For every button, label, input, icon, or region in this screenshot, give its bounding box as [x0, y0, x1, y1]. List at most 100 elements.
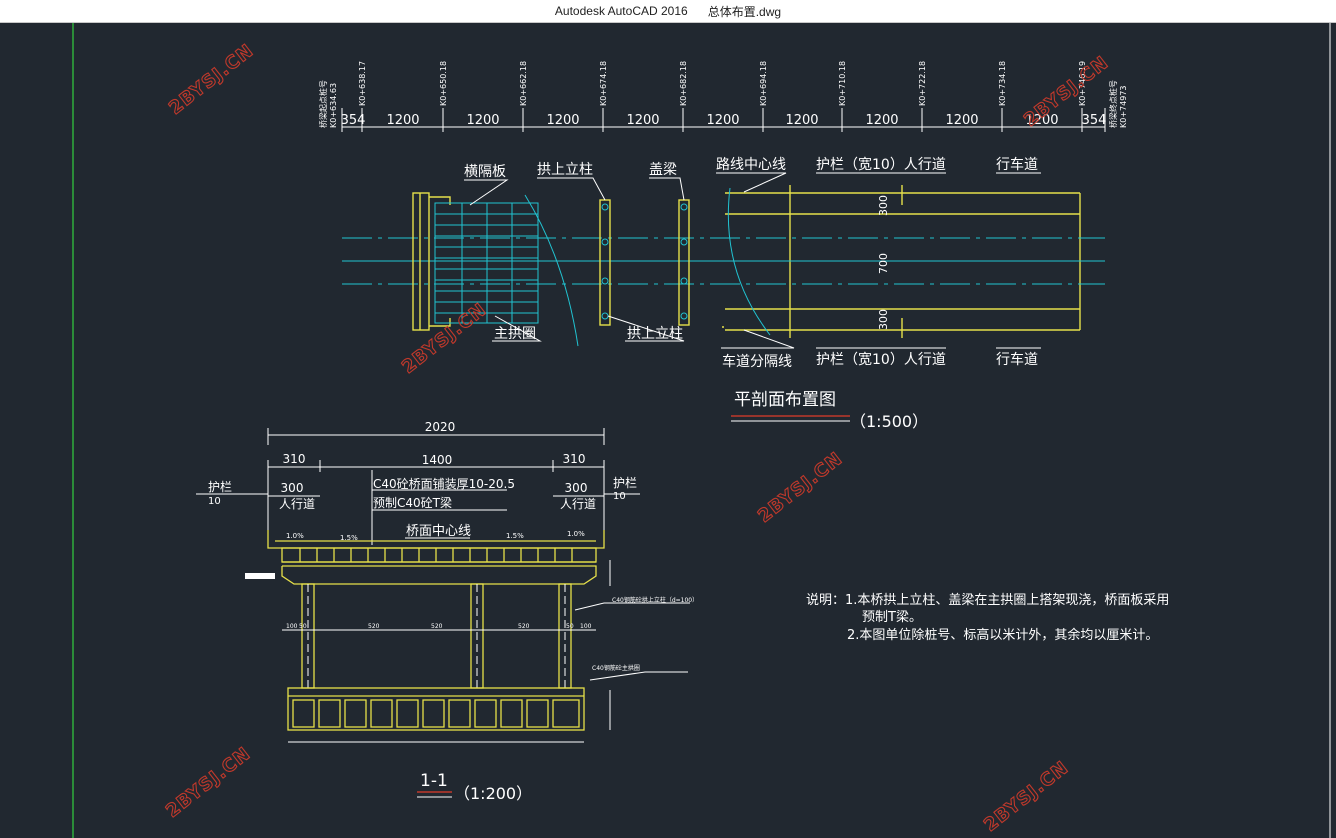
deck-outline	[725, 185, 1081, 338]
span-lengths: 354 1200 1200 1200 1200 1200 1200 1200 1…	[341, 113, 1107, 128]
watermark-4: 2BYSJ.CN	[754, 448, 847, 527]
station-10: K0+746.19	[1078, 61, 1087, 106]
plan-leaders	[464, 172, 1041, 349]
label-carriageway-bottom: 行车道	[996, 351, 1038, 368]
notes-block: 说明：1.本桥拱上立柱、盖梁在主拱圈上搭架现浇，桥面板采用 预制T梁。 2.本图…	[806, 592, 1169, 643]
station-9: K0+734.18	[998, 61, 1007, 106]
file-name: 总体布置.dwg	[707, 4, 782, 19]
dim-700: 700	[877, 253, 890, 274]
column-note: C40钢筋砼拱上立柱（d=100）	[612, 596, 698, 604]
label-deck-centerline: 桥面中心线	[406, 524, 471, 539]
note-line-3: 2.本图单位除桩号、标高以米计外，其余均以厘米计。	[847, 627, 1158, 643]
slope-3: 1.5%	[506, 532, 524, 540]
column-circles	[601, 187, 771, 336]
watermark-1: 2BYSJ.CN	[165, 40, 258, 119]
plan-view: 横隔板 拱上立柱 盖梁 路线中心线 护栏（宽10）人行道 行车道 主拱圈 拱上立…	[342, 156, 1105, 431]
col-dim-4: 520	[431, 623, 443, 630]
station-6: K0+694.18	[759, 61, 768, 106]
dim-300-bottom: 300	[877, 309, 890, 330]
station-5: K0+682.18	[679, 61, 688, 106]
arch-note: C40钢筋砼主拱圈	[592, 664, 640, 672]
span-11: 354	[1082, 113, 1107, 128]
section-dimensions	[196, 428, 640, 545]
app-title: Autodesk AutoCAD 2016	[554, 4, 688, 18]
cad-drawing: 桥梁起点桩号 K0+634.63 K0+638.17 K0+650.18 K0+…	[72, 23, 1331, 838]
span-2: 1200	[386, 113, 419, 128]
label-sidewalk-right: 人行道	[560, 497, 596, 511]
dim-middle: 1400	[422, 453, 453, 467]
dim-side-left: 310	[283, 452, 306, 466]
label-sidewalk-left: 人行道	[279, 497, 315, 511]
label-beam-note: 预制C40砼T梁	[373, 495, 452, 510]
label-railing-right-w: 10	[613, 491, 626, 502]
label-railing-left-w: 10	[208, 496, 221, 507]
axis-lines	[342, 237, 1105, 285]
label-centerline: 路线中心线	[716, 157, 786, 173]
span-6: 1200	[706, 113, 739, 128]
start-station-value: K0+634.63	[329, 83, 338, 128]
col-dim-7: 100	[580, 623, 592, 630]
deck-section	[267, 530, 605, 585]
note-line-2: 预制T梁。	[862, 610, 922, 625]
title-gap	[688, 4, 708, 18]
watermark-5: 2BYSJ.CN	[162, 743, 255, 822]
drawing-canvas[interactable]: 桥梁起点桩号 K0+634.63 K0+638.17 K0+650.18 K0+…	[0, 23, 1336, 838]
label-pavement-note: C40砼桥面铺装厚10-20.5	[373, 477, 515, 491]
cursor-dot	[722, 326, 724, 328]
label-diaphragm: 横隔板	[464, 164, 506, 180]
label-lane-divider: 车道分隔线	[722, 353, 792, 370]
label-main-arch: 主拱圈	[494, 326, 536, 342]
dim-total-width: 2020	[425, 420, 456, 434]
col-dim-3: 520	[368, 623, 380, 630]
column-dim-line	[282, 560, 690, 730]
label-railing-right: 护栏	[613, 475, 637, 490]
end-station-value: K0+74973	[1119, 86, 1128, 129]
station-labels: 桥梁起点桩号 K0+634.63 K0+638.17 K0+650.18 K0+…	[318, 61, 1128, 128]
label-railing-left: 护栏	[208, 479, 232, 494]
col-dim-2: 50	[299, 623, 307, 630]
station-2: K0+650.18	[439, 61, 448, 106]
dim-sidewalk-left: 300	[281, 481, 304, 495]
start-station-label: 桥梁起点桩号	[318, 80, 328, 128]
note-line-1: 说明：1.本桥拱上立柱、盖梁在主拱圈上搭架现浇，桥面板采用	[806, 592, 1169, 608]
watermarks: 2BYSJ.CN 2BYSJ.CN 2BYSJ.CN 2BYSJ.CN 2BYS…	[162, 40, 1114, 837]
col-dim-1: 100	[286, 623, 298, 630]
section-view-scale: （1:200）	[454, 784, 532, 803]
span-1: 354	[341, 113, 366, 128]
station-4: K0+674.18	[599, 61, 608, 106]
column-pair	[599, 199, 690, 326]
station-3: K0+662.18	[519, 61, 528, 106]
station-7: K0+710.18	[838, 61, 847, 106]
section-view: 2020 310 1400 310 300 300 护栏 10 人行道 护栏 1…	[196, 420, 698, 803]
label-carriageway-top: 行车道	[996, 156, 1038, 173]
slope-4: 1.0%	[567, 530, 585, 538]
label-cap-beam: 盖梁	[649, 162, 677, 178]
dim-300-top: 300	[877, 195, 890, 216]
label-railing-bottom: 护栏（宽10）人行道	[816, 351, 946, 368]
span-4: 1200	[546, 113, 579, 128]
abutment	[412, 192, 451, 331]
slope-1: 1.0%	[286, 532, 304, 540]
span-8: 1200	[865, 113, 898, 128]
section-view-title: 1-1	[420, 771, 448, 791]
span-3: 1200	[466, 113, 499, 128]
window-title-bar: Autodesk AutoCAD 2016 总体布置.dwg	[0, 0, 1336, 23]
watermark-3: 2BYSJ.CN	[398, 299, 491, 378]
dim-side-right: 310	[563, 452, 586, 466]
station-8: K0+722.18	[918, 61, 927, 106]
col-dim-5: 520	[518, 623, 530, 630]
station-strip	[341, 108, 1106, 132]
section-columns	[301, 583, 572, 689]
label-railing-top: 护栏（宽10）人行道	[816, 156, 946, 173]
col-dim-6: 50	[566, 623, 574, 630]
plan-view-title: 平剖面布置图	[734, 390, 836, 410]
span-7: 1200	[785, 113, 818, 128]
station-1: K0+638.17	[358, 61, 367, 106]
end-station-label: 桥梁终点桩号	[1108, 80, 1118, 128]
dim-sidewalk-right: 300	[565, 481, 588, 495]
arch-ring	[287, 687, 585, 731]
span-9: 1200	[945, 113, 978, 128]
left-note-block	[245, 573, 275, 579]
span-10: 1200	[1025, 113, 1058, 128]
watermark-6: 2BYSJ.CN	[980, 757, 1073, 836]
